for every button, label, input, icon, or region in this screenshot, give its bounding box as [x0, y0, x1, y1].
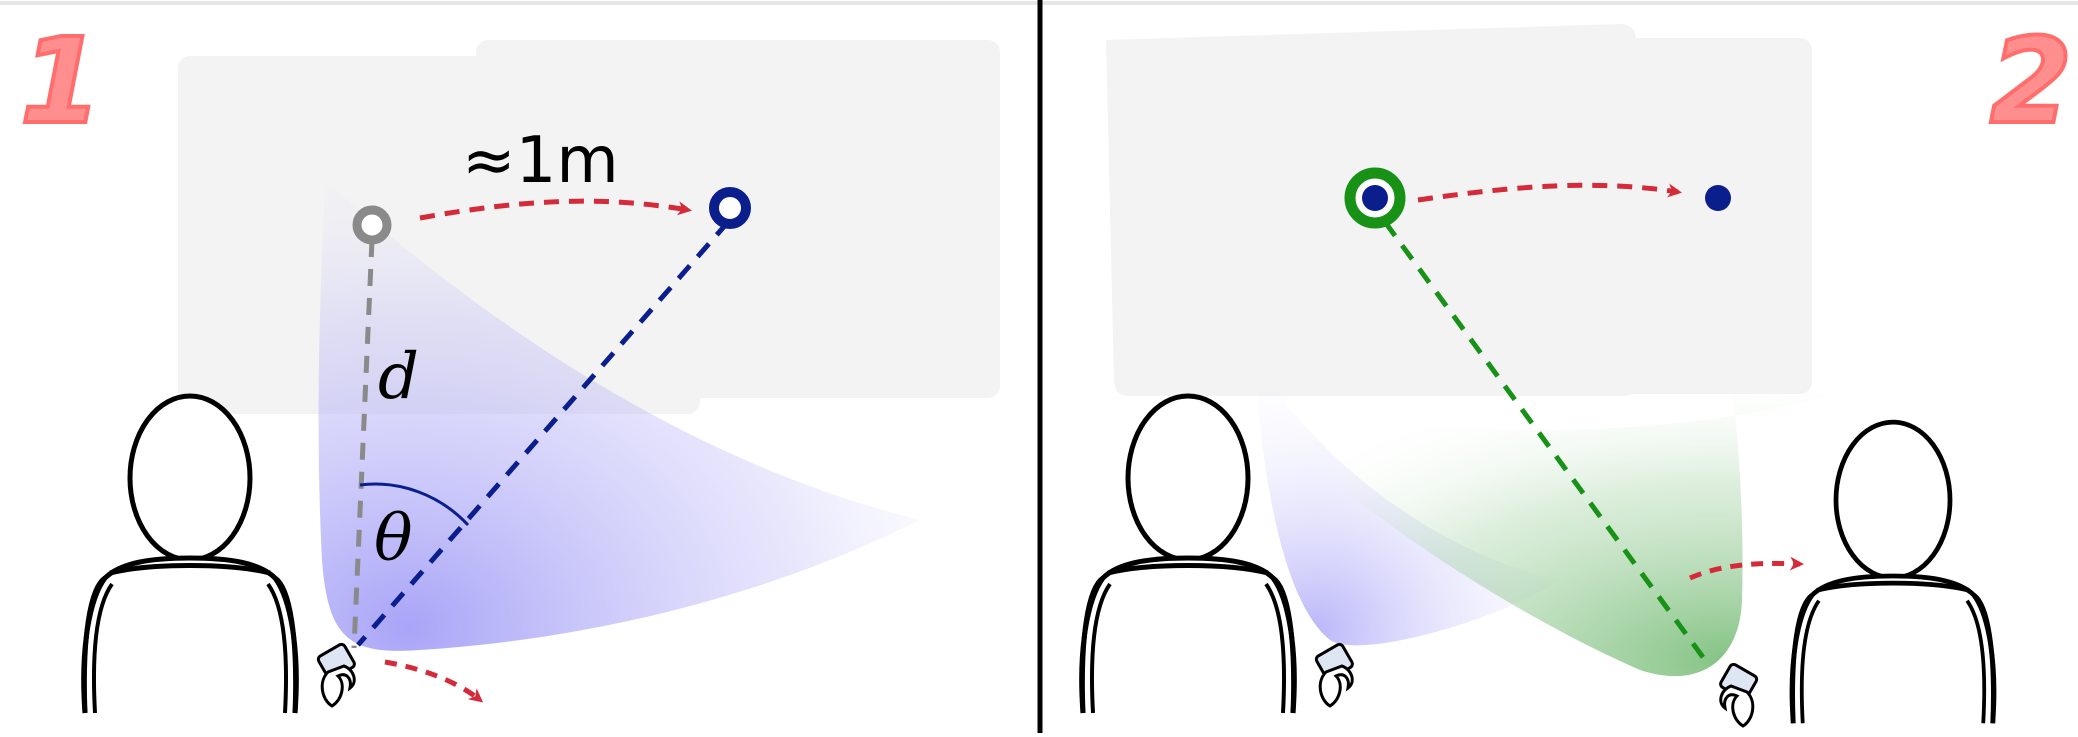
phone-in-hand-icon: [317, 643, 356, 706]
distance-label: ≈1m: [462, 124, 619, 198]
target-point: [1705, 185, 1731, 211]
person-icon: [1792, 422, 1994, 723]
target-point: [714, 192, 746, 224]
angle-label: θ: [374, 502, 413, 576]
depth-label: d: [378, 340, 419, 414]
selected-point-core: [1362, 185, 1388, 211]
panel-number-1: 1: [20, 22, 102, 140]
panel-number-2: 2: [1990, 22, 2072, 140]
phone-in-hand-icon: [1315, 643, 1354, 706]
previous-point: [357, 210, 387, 240]
panel-1: ≈1m d θ: [84, 40, 1000, 713]
panel-2: [1082, 24, 1994, 726]
phone-in-hand-icon: [1719, 663, 1758, 726]
dashed-arrow-icon: [385, 662, 480, 700]
person-icon: [84, 396, 297, 713]
